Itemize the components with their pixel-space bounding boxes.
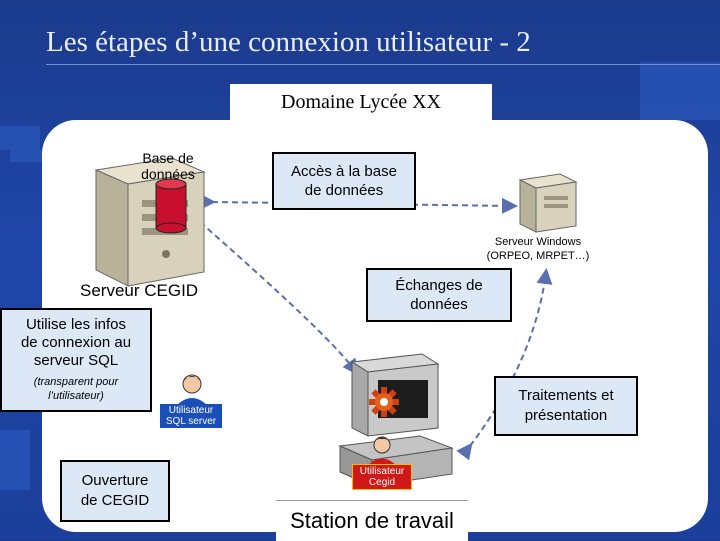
callout-acces-bdd: Accès à la base de données — [272, 152, 416, 210]
slide-title: Les étapes d’une connexion utilisateur -… — [46, 26, 531, 58]
db-label: Base de données — [133, 150, 203, 182]
server-windows-line1: Serveur Windows — [494, 236, 582, 248]
domain-label: Domaine Lycée XX — [230, 84, 492, 120]
windows-server-icon — [518, 173, 578, 233]
transparent-note: (transparent pour l’utilisateur) — [34, 375, 118, 403]
gear-icon — [369, 387, 399, 417]
callout-utilise-infos: Utilise les infos de connexion au serveu… — [0, 308, 152, 412]
db-label-line2: données — [141, 166, 195, 182]
utilise-line1: Utilise les infos — [25, 316, 127, 333]
acces-line1: Accès à la base — [291, 163, 397, 180]
database-cylinder-icon — [155, 178, 187, 234]
arrow-station-windows — [456, 268, 553, 461]
callout-echanges: Échanges de données — [366, 268, 512, 322]
server-cegid-label: Serveur CEGID — [80, 281, 199, 300]
arrow-exchange — [185, 208, 359, 376]
utilise-line3: serveur SQL — [33, 352, 119, 369]
callout-ouverture: Ouverture de CEGID — [60, 460, 170, 522]
ouverture-line2: de CEGID — [80, 492, 150, 509]
badge-cegid: Utilisateur Cegid — [352, 464, 412, 490]
badge-sql-line2: SQL server — [165, 416, 217, 427]
ouverture-line1: Ouverture — [81, 472, 149, 489]
badge-cegid-line1: Utilisateur — [359, 466, 405, 477]
station-label: Station de travail — [276, 500, 468, 541]
db-label-line1: Base de — [142, 150, 194, 166]
echanges-line2: données — [410, 296, 468, 313]
background-strip — [0, 430, 30, 490]
utilise-line2: de connexion au — [20, 334, 132, 351]
badge-sql-server: Utilisateur SQL server — [160, 404, 222, 428]
server-windows-line2: (ORPEO, MRPET…) — [486, 250, 590, 262]
echanges-line1: Échanges de — [395, 277, 483, 294]
badge-cegid-line2: Cegid — [368, 477, 396, 488]
acces-line2: de données — [304, 182, 384, 199]
background-strip — [640, 62, 720, 120]
transparent-line1: (transparent pour — [33, 376, 119, 388]
title-divider — [46, 64, 720, 65]
background-strip — [10, 150, 42, 162]
traitements-line2: présentation — [524, 407, 608, 424]
traitements-line1: Traitements et — [518, 387, 614, 404]
server-windows-label: Serveur Windows (ORPEO, MRPET…) — [478, 235, 598, 263]
callout-traitements: Traitements et présentation — [494, 376, 638, 436]
background-strip — [0, 126, 40, 150]
user-icon — [176, 374, 208, 406]
transparent-line2: l’utilisateur) — [48, 390, 104, 402]
user-icon — [367, 436, 397, 466]
badge-sql-line1: Utilisateur — [168, 405, 214, 416]
